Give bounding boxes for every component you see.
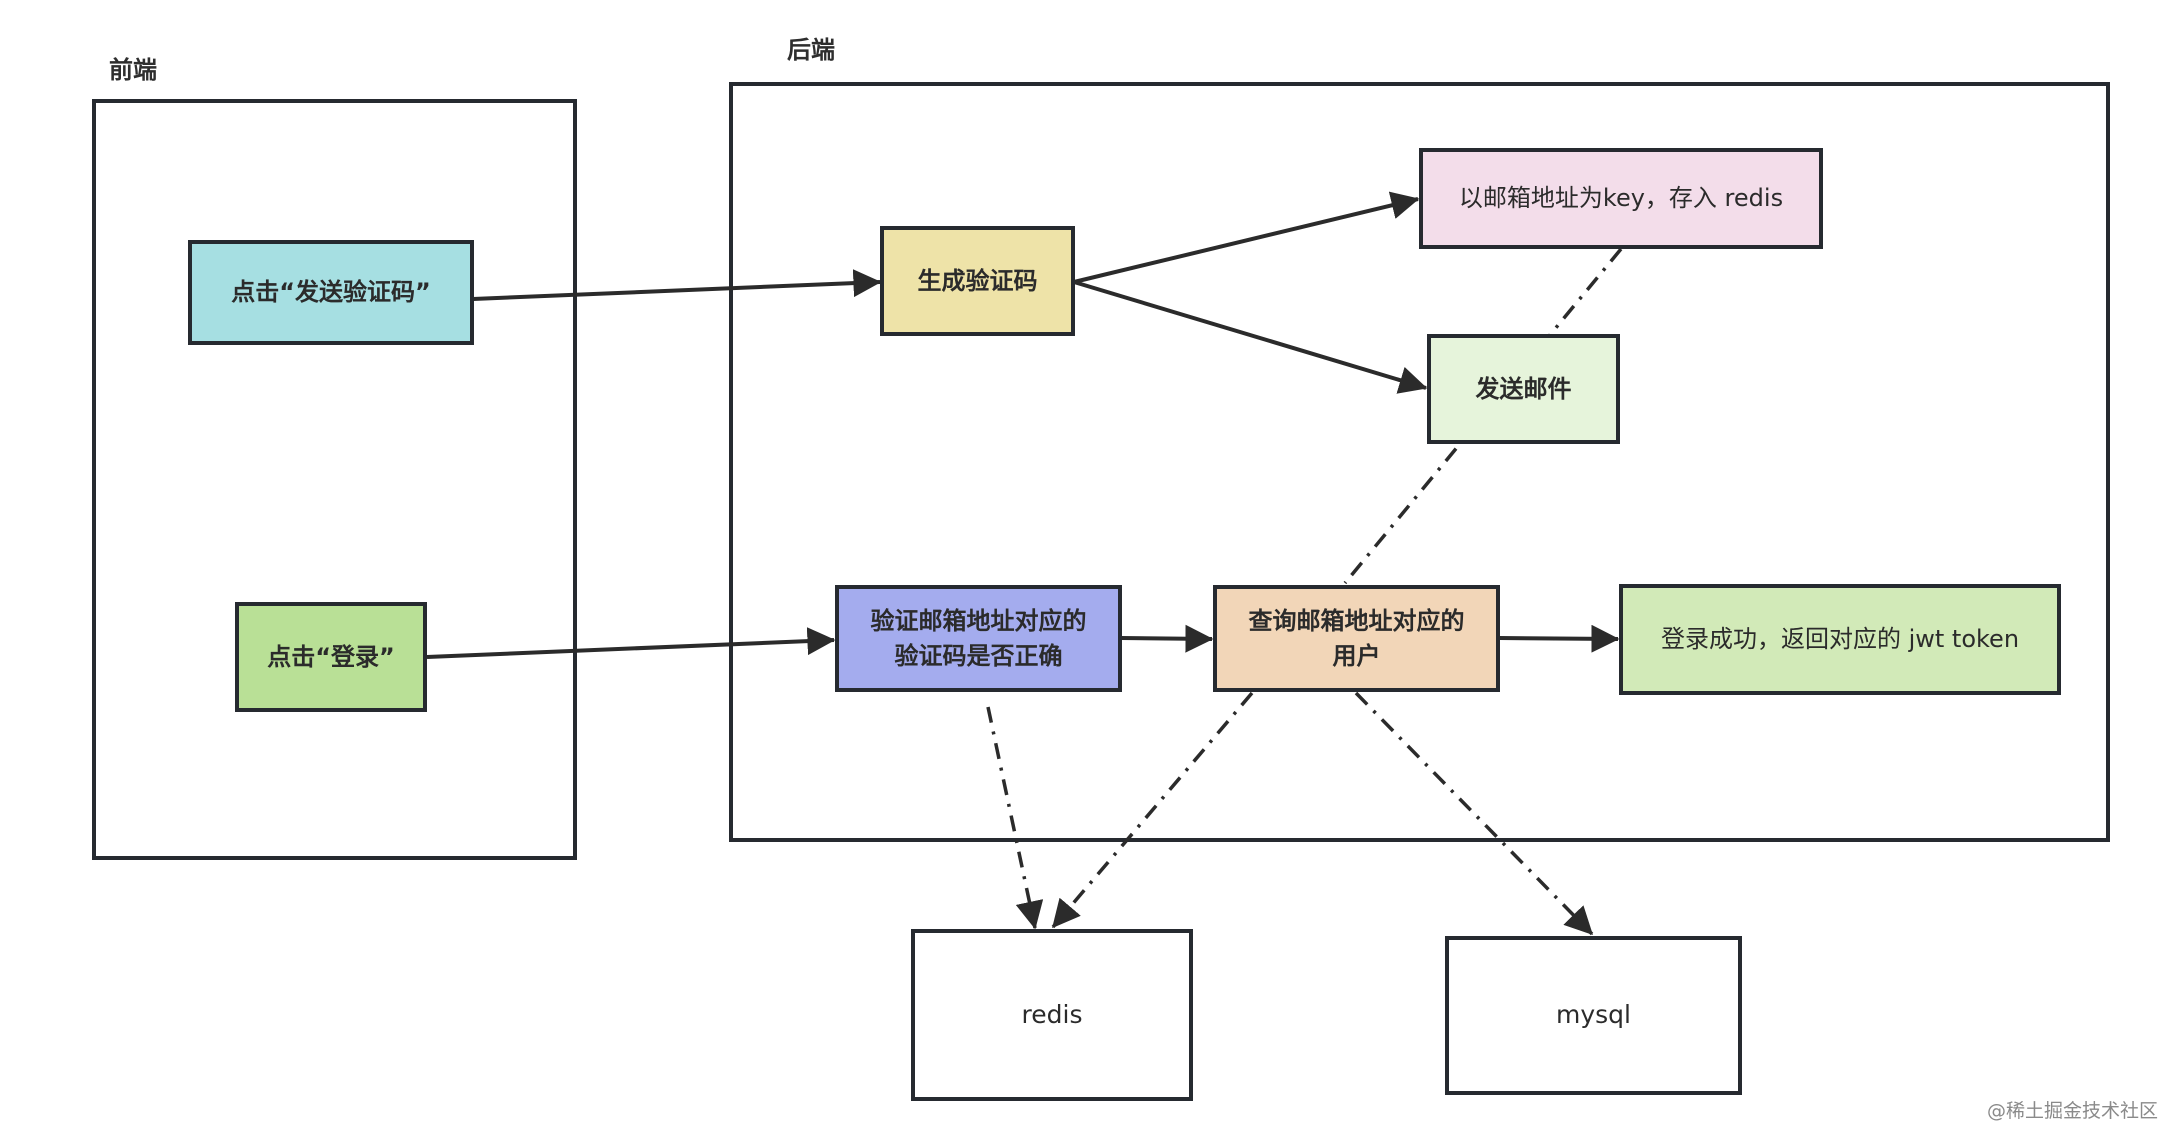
node-click-send-code[interactable]: 点击“发送验证码” [188, 240, 474, 345]
node-click-login-label: 点击“登录” [267, 642, 395, 671]
node-redis-label: redis [1021, 999, 1083, 1029]
node-query-user-line1: 查询邮箱地址对应的 [1248, 606, 1465, 635]
node-redis[interactable]: redis [911, 929, 1193, 1101]
node-generate-code-label: 生成验证码 [917, 266, 1038, 295]
node-mysql[interactable]: mysql [1445, 936, 1742, 1095]
frontend-group-label: 前端 [109, 56, 157, 84]
backend-group-label: 后端 [787, 36, 835, 64]
node-send-mail-label: 发送邮件 [1475, 374, 1572, 403]
node-store-redis[interactable]: 以邮箱地址为key，存入 redis [1419, 148, 1823, 249]
watermark: @稀土掘金技术社区 [1986, 1100, 2158, 1122]
node-click-send-code-label: 点击“发送验证码” [231, 278, 431, 307]
node-generate-code[interactable]: 生成验证码 [880, 226, 1075, 336]
node-login-success-label: 登录成功，返回对应的 jwt token [1660, 625, 2020, 654]
frontend-group [92, 99, 577, 860]
node-click-login[interactable]: 点击“登录” [235, 602, 427, 712]
node-send-mail[interactable]: 发送邮件 [1427, 334, 1620, 444]
node-verify-code-line2: 验证码是否正确 [894, 641, 1063, 670]
node-query-user-line2: 用户 [1332, 641, 1381, 670]
node-verify-code[interactable]: 验证邮箱地址对应的 验证码是否正确 [835, 585, 1122, 692]
node-verify-code-line1: 验证邮箱地址对应的 [870, 606, 1087, 635]
node-mysql-label: mysql [1556, 1000, 1631, 1030]
node-login-success[interactable]: 登录成功，返回对应的 jwt token [1619, 584, 2061, 695]
node-query-user[interactable]: 查询邮箱地址对应的 用户 [1213, 585, 1500, 692]
node-store-redis-label: 以邮箱地址为key，存入 redis [1458, 184, 1784, 213]
